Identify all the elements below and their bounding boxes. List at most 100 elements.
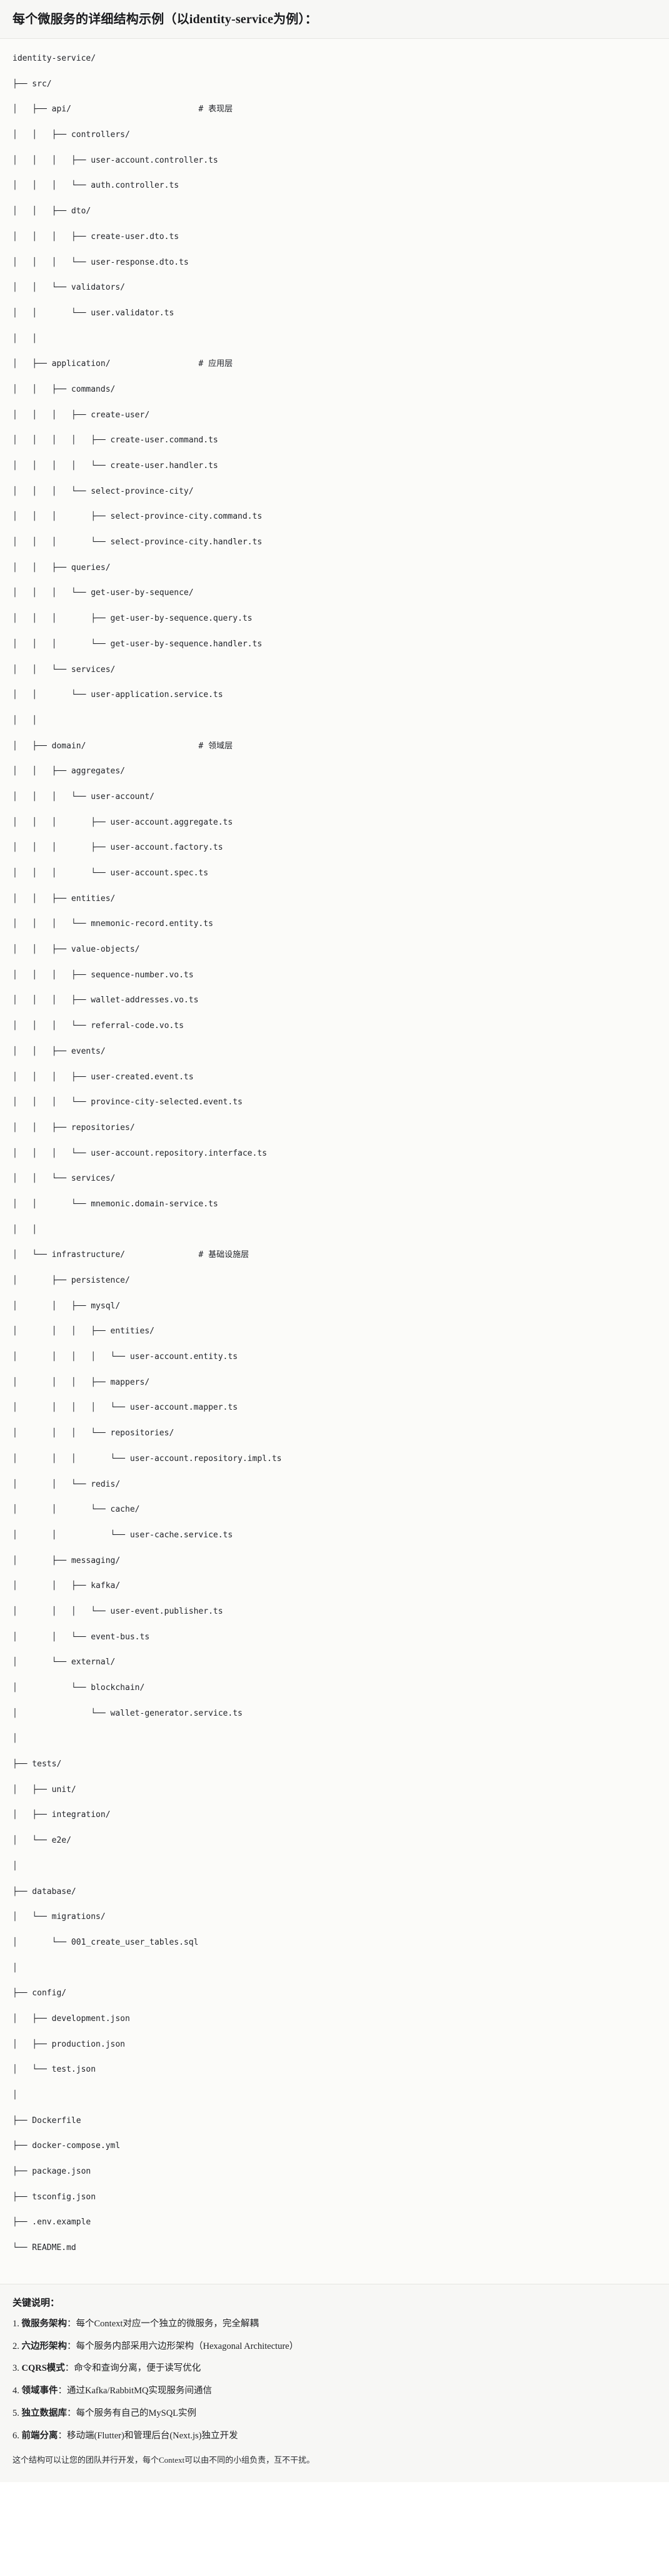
tree-line: │ └── e2e/ xyxy=(13,1836,71,1846)
tree-line: ├── tsconfig.json xyxy=(13,2192,96,2202)
tree-line: │ │ ├── value-objects/ xyxy=(13,945,140,955)
key-point-item: 2. 六边形架构：每个服务内部采用六边形架构（Hexagonal Archite… xyxy=(13,2340,656,2354)
tree-line: │ │ │ │ └── user-account.entity.ts xyxy=(13,1352,238,1362)
key-point-description: ：每个服务有自己的MySQL实例 xyxy=(67,2408,197,2418)
tree-line: │ │ ├── controllers/ xyxy=(13,130,130,140)
tree-line: │ └── test.json xyxy=(13,2065,96,2075)
key-point-item: 4. 领域事件：通过Kafka/RabbitMQ实现服务间通信 xyxy=(13,2385,656,2398)
key-point-item: 1. 微服务架构：每个Context对应一个独立的微服务，完全解耦 xyxy=(13,2318,656,2331)
tree-line: │ │ │ └── user-account.spec.ts xyxy=(13,868,209,878)
tree-line: │ │ ├── dto/ xyxy=(13,206,91,216)
key-point-description: ：每个服务内部采用六边形架构（Hexagonal Architecture） xyxy=(67,2341,299,2351)
tree-line: │ │ │ ├── entities/ xyxy=(13,1326,154,1336)
tree-line: │ │ xyxy=(13,333,38,344)
tree-line: │ ├── integration/ xyxy=(13,1810,111,1820)
tree-line: ├── database/ xyxy=(13,1886,76,1896)
tree-line: │ ├── application/ # 应用层 xyxy=(13,359,233,369)
tree-line: │ └── external/ xyxy=(13,1657,116,1667)
document-header: 每个微服务的详细结构示例（以identity-service为例）： xyxy=(0,0,669,39)
tree-line: │ │ │ │ ├── create-user.command.ts xyxy=(13,435,218,445)
tree-line: │ └── wallet-generator.service.ts xyxy=(13,1708,243,1718)
tree-line: │ │ │ └── referral-code.vo.ts xyxy=(13,1021,184,1031)
page-title: 每个微服务的详细结构示例（以identity-service为例）： xyxy=(13,13,318,26)
tree-line: │ │ └── user.validator.ts xyxy=(13,308,174,318)
tree-line: │ │ ├── kafka/ xyxy=(13,1581,121,1591)
key-points-list: 1. 微服务架构：每个Context对应一个独立的微服务，完全解耦 2. 六边形架… xyxy=(13,2318,656,2443)
tree-line: │ │ ├── events/ xyxy=(13,1046,106,1056)
tree-line: │ │ │ ├── user-account.aggregate.ts xyxy=(13,817,233,827)
tree-line: ├── config/ xyxy=(13,1988,67,1998)
tree-line: │ │ │ ├── user-account.factory.ts xyxy=(13,843,223,853)
tree-line: │ ├── api/ # 表现层 xyxy=(13,104,233,115)
tree-line: │ │ ├── entities/ xyxy=(13,893,116,904)
key-point-number: 3. xyxy=(13,2363,19,2374)
key-point-description: ：通过Kafka/RabbitMQ实现服务间通信 xyxy=(58,2386,212,2396)
tree-line: │ │ ├── repositories/ xyxy=(13,1123,135,1133)
key-points-footer: 这个结构可以让您的团队并行开发，每个Context可以由不同的小组负责，互不干扰… xyxy=(13,2455,315,2465)
tree-line: │ │ │ │ └── create-user.handler.ts xyxy=(13,461,218,471)
tree-line: │ │ │ ├── create-user/ xyxy=(13,410,150,420)
tree-line: │ │ └── cache/ xyxy=(13,1505,140,1515)
tree-line: │ xyxy=(13,1734,18,1744)
tree-line: │ │ │ └── repositories/ xyxy=(13,1428,174,1438)
key-point-term: 独立数据库 xyxy=(21,2408,68,2418)
key-points-section: 关键说明： 1. 微服务架构：每个Context对应一个独立的微服务，完全解耦 2… xyxy=(0,2284,669,2483)
tree-line: │ │ xyxy=(13,1224,38,1235)
tree-line: │ └── blockchain/ xyxy=(13,1683,145,1693)
tree-line: │ └── migrations/ xyxy=(13,1912,106,1922)
key-point-number: 6. xyxy=(13,2430,19,2441)
tree-line: │ │ └── redis/ xyxy=(13,1479,121,1489)
tree-line: │ ├── production.json xyxy=(13,2039,126,2049)
tree-line: │ │ │ └── auth.controller.ts xyxy=(13,181,179,191)
tree-line: │ │ │ └── user-response.dto.ts xyxy=(13,257,189,267)
key-point-number: 1. xyxy=(13,2318,19,2329)
tree-line: ├── tests/ xyxy=(13,1759,62,1769)
tree-line: │ │ ├── mysql/ xyxy=(13,1301,121,1311)
tree-line: │ │ └── user-cache.service.ts xyxy=(13,1530,233,1540)
tree-line: ├── src/ xyxy=(13,79,52,89)
tree-line: │ │ │ └── get-user-by-sequence/ xyxy=(13,588,194,598)
tree-line: identity-service/ xyxy=(13,54,96,63)
tree-line: └── README.md xyxy=(13,2243,76,2253)
key-point-item: 5. 独立数据库：每个服务有自己的MySQL实例 xyxy=(13,2407,656,2421)
tree-line: │ │ │ └── get-user-by-sequence.handler.t… xyxy=(13,639,263,649)
tree-line: ├── .env.example xyxy=(13,2217,91,2227)
tree-line: ├── package.json xyxy=(13,2167,91,2177)
tree-line: │ ├── messaging/ xyxy=(13,1555,121,1565)
key-point-item: 6. 前端分离：移动端(Flutter)和管理后台(Next.js)独立开发 xyxy=(13,2430,656,2443)
directory-tree-pre: identity-service/ ├── src/ │ ├── api/ # … xyxy=(13,53,656,2268)
tree-line: │ │ │ ├── get-user-by-sequence.query.ts xyxy=(13,614,253,624)
tree-line: ├── Dockerfile xyxy=(13,2115,81,2125)
tree-line: │ │ │ └── user-event.publisher.ts xyxy=(13,1606,223,1616)
tree-line: │ │ │ ├── wallet-addresses.vo.ts xyxy=(13,995,199,1005)
key-point-description: ：移动端(Flutter)和管理后台(Next.js)独立开发 xyxy=(58,2430,238,2441)
key-points-heading: 关键说明： xyxy=(13,2298,60,2308)
tree-line: │ ├── domain/ # 领域层 xyxy=(13,741,233,751)
tree-line: │ │ └── services/ xyxy=(13,1174,116,1184)
tree-line: │ │ │ ├── sequence-number.vo.ts xyxy=(13,970,194,980)
tree-line: │ │ │ └── user-account/ xyxy=(13,792,154,802)
tree-line: │ ├── development.json xyxy=(13,2013,130,2024)
tree-line: │ │ │ ├── user-created.event.ts xyxy=(13,1072,194,1082)
tree-line: │ │ ├── commands/ xyxy=(13,384,116,394)
tree-line: │ │ │ │ └── user-account.mapper.ts xyxy=(13,1403,238,1413)
key-point-term: 领域事件 xyxy=(21,2386,58,2396)
directory-tree-block: identity-service/ ├── src/ │ ├── api/ # … xyxy=(0,39,669,2284)
tree-line: │ │ └── event-bus.ts xyxy=(13,1632,150,1642)
tree-line: │ │ └── mnemonic.domain-service.ts xyxy=(13,1199,218,1209)
key-point-term: 前端分离 xyxy=(21,2430,58,2441)
tree-line: │ └── 001_create_user_tables.sql xyxy=(13,1937,199,1947)
key-point-number: 5. xyxy=(13,2408,19,2418)
key-point-description: ：命令和查询分离，便于读写优化 xyxy=(64,2363,201,2374)
key-point-item: 3. CQRS模式：命令和查询分离，便于读写优化 xyxy=(13,2362,656,2376)
tree-line: │ │ │ └── select-province-city/ xyxy=(13,486,194,496)
tree-line: │ xyxy=(13,2090,18,2100)
key-point-number: 2. xyxy=(13,2341,19,2351)
tree-line: │ │ ├── aggregates/ xyxy=(13,766,126,776)
key-point-term: 微服务架构 xyxy=(21,2318,68,2329)
key-point-number: 4. xyxy=(13,2386,19,2396)
tree-line: │ xyxy=(13,1861,18,1871)
tree-line: │ │ ├── queries/ xyxy=(13,563,111,573)
tree-line: │ │ │ └── select-province-city.handler.t… xyxy=(13,537,263,547)
tree-line: │ │ xyxy=(13,715,38,725)
